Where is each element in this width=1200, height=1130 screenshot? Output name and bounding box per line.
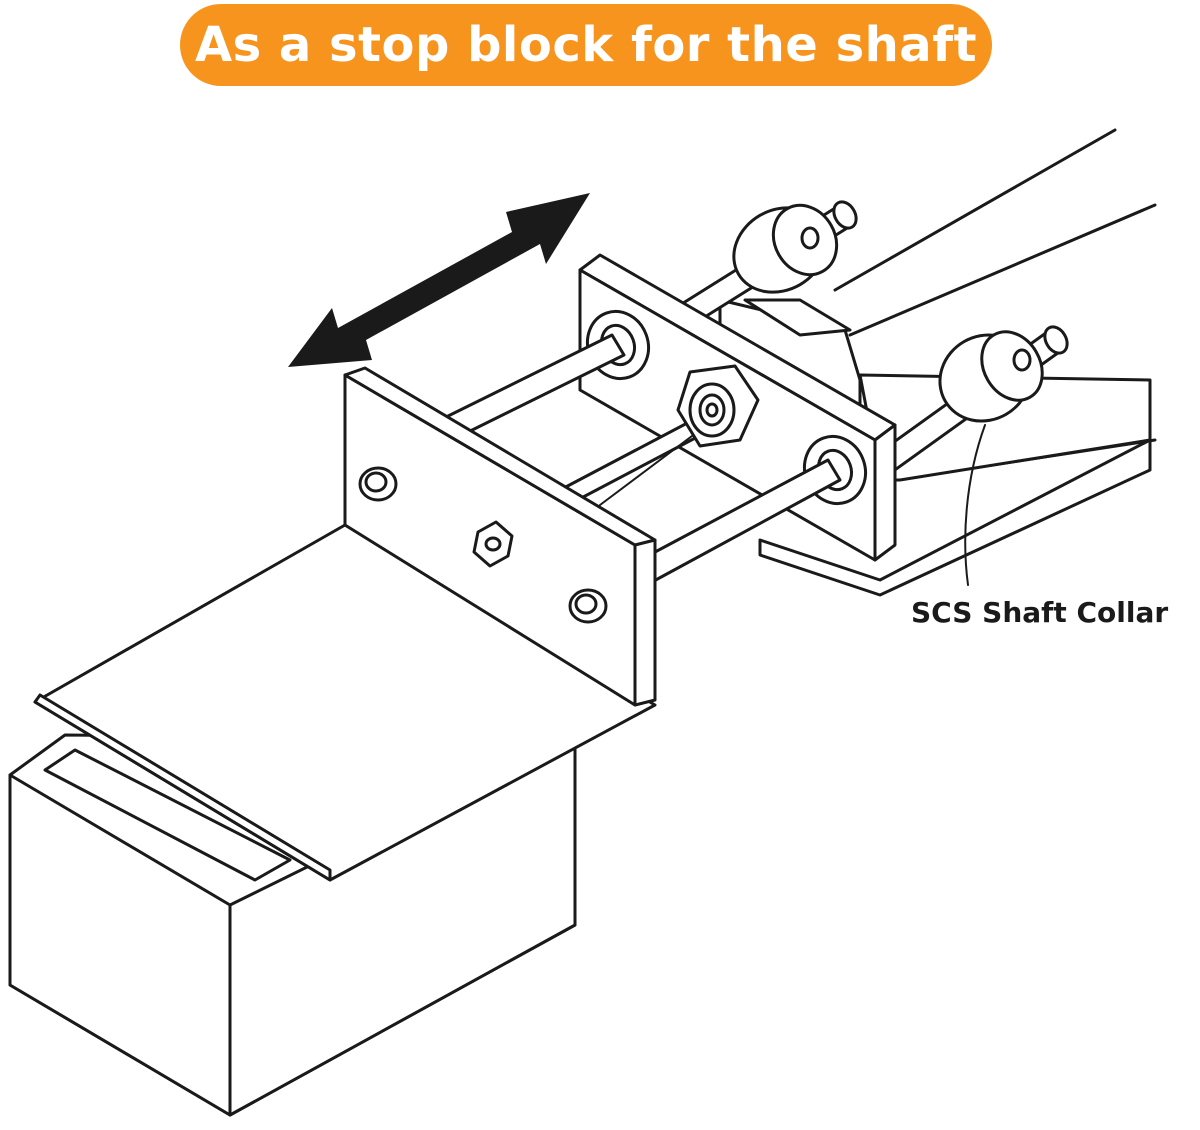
collar-screw-icon	[1012, 348, 1032, 372]
bracket-screws	[358, 466, 608, 624]
socket-screw-icon	[568, 588, 608, 624]
double-arrow-icon	[288, 193, 590, 367]
shaft-collar-label: SCS Shaft Collar	[911, 596, 1169, 629]
base-box	[8, 733, 577, 1117]
guide-rails	[758, 128, 1157, 597]
title-banner: As a stop block for the shaft	[180, 4, 992, 86]
title-text: As a stop block for the shaft	[194, 17, 978, 73]
socket-screw-icon	[358, 466, 398, 502]
collar-screw-icon	[800, 226, 820, 250]
hex-nut-icon	[472, 520, 514, 568]
rear-shaft-lower	[853, 325, 1069, 492]
hex-nut	[676, 364, 760, 448]
callout-leader	[964, 424, 986, 586]
